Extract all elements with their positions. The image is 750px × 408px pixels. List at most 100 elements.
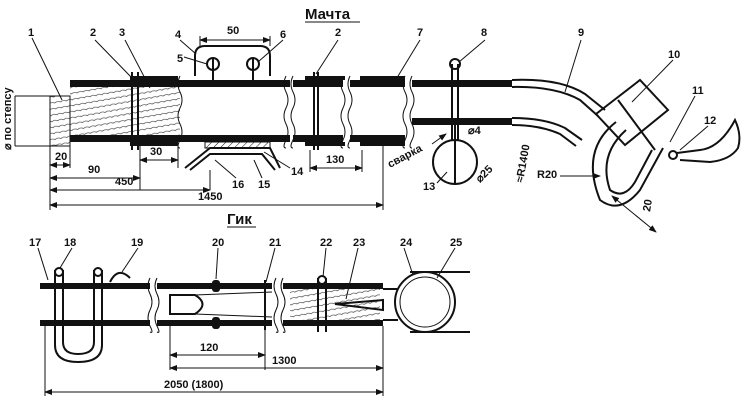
mast-heel-plug [49,95,71,147]
mast-mid-sleeve-top [305,76,345,80]
mast-bend-top-inner [511,85,599,117]
part-number: 11 [692,85,704,97]
mast-break-line-1 [177,75,183,149]
mast-head-pin [617,99,656,151]
dim-2050-label: 2050 (1800) [164,379,224,391]
leader-12 [679,125,709,151]
mast-upper-bottom [412,118,512,125]
mast-break-line-2 [283,75,289,149]
leader-11 [669,95,696,143]
part-number: 12 [704,115,716,127]
part-number: 8 [481,27,487,39]
part-number: 17 [29,237,41,249]
mast-bolt-head [449,58,461,70]
mast-top-sleeve-bottom [360,142,405,146]
boom-tongue-line-1 [194,291,273,296]
part-number: 24 [400,237,413,249]
leader-9 [564,39,582,93]
leader-22 [322,247,327,278]
part-number: 13 [423,181,435,193]
boom-break-2 [154,277,160,333]
dim-20b-label: 20 [641,198,655,212]
leader-15 [253,159,263,179]
dim-20-label: 20 [55,151,67,163]
leader-21 [265,247,276,283]
label-r20: R20 [537,169,557,181]
label-phi4: ⌀4 [468,125,482,137]
boom-end-ring [394,271,456,333]
boom-part-numbers: 17 18 19 20 21 22 23 24 25 [29,237,462,249]
leader-4 [179,39,197,55]
leader-7 [391,39,421,87]
mast-bend-bottom-inner [511,117,583,141]
mast-bend-bottom [511,124,577,147]
boom-leaders [37,247,456,300]
boom-rivet-20b [212,317,220,329]
part-number: 18 [64,237,76,249]
leader-1 [31,37,63,101]
mast-shackle [668,150,678,160]
boom-right-top [283,283,383,289]
part-number: 6 [280,29,286,41]
mast-head-fitting [594,78,670,147]
leader-19 [121,247,139,273]
boom-bolt-head-2 [93,267,103,277]
mast-assembly [49,45,741,207]
part-number: 2 [90,27,96,39]
dim-120-label: 120 [200,342,218,354]
mast-top-sleeve-top [360,76,405,80]
mast-bend-top [511,78,606,111]
boom-bolt-head-1 [54,267,64,277]
boom-wedge-23 [334,298,384,312]
part-number: 10 [668,49,680,61]
mast-sleeve-top [130,76,178,80]
leader-16 [214,159,237,179]
dim-30-label: 30 [150,146,162,158]
part-number: 9 [578,27,584,39]
leader-18 [59,247,73,269]
boom-dimensions: 120 1300 2050 (1800) [44,326,384,396]
boom-u-bolt-outer [54,270,103,364]
dim-450-label: 450 [115,176,133,188]
boom-end-ring-inner [399,276,451,328]
leader-20 [215,247,219,280]
part-number: 16 [232,179,244,191]
boom-break-3 [273,277,279,333]
part-number: 19 [131,237,143,249]
mast-hook-12 [676,117,741,164]
part-number: 14 [291,166,304,178]
part-number: 25 [450,237,462,249]
dim-50-label: 50 [227,25,239,37]
mast-sleeve-bottom [130,142,178,146]
mast-title: Мачта [305,6,351,23]
leader-13 [436,171,448,184]
dim-1450-label: 1450 [198,191,222,203]
mast-top-seg-bottom [350,135,405,142]
mast-leaders [31,37,709,184]
part-number: 22 [320,237,332,249]
mast-u-bolt-inner [605,129,653,195]
mast-part-numbers: 1 2 3 4 5 6 2 7 8 9 10 11 12 13 14 15 16 [28,27,716,193]
label-mast-dia: ⌀ по степсу [2,87,14,150]
part-number: 1 [28,27,34,39]
mast-break-line-7 [409,75,415,149]
leader-25 [436,247,456,279]
boom-bolt-22-head [317,275,327,285]
mast-break-line-3 [290,75,296,149]
mast-break-line-4 [340,75,346,149]
boom-break-4 [280,277,286,333]
part-number: 2 [335,27,341,39]
mast-mid-sleeve-bottom [305,142,345,146]
boom-break-1 [147,277,153,333]
boom-tongue [169,294,204,315]
leader-5 [183,56,208,65]
part-number: 21 [269,237,281,249]
mast-step-fitting-inner [189,153,276,171]
mast-u-bolt-outer [591,121,664,207]
leader-14 [263,151,291,169]
leader-17 [37,247,49,281]
boom-title: Гик [227,211,252,228]
boom-clip-19 [109,271,131,283]
